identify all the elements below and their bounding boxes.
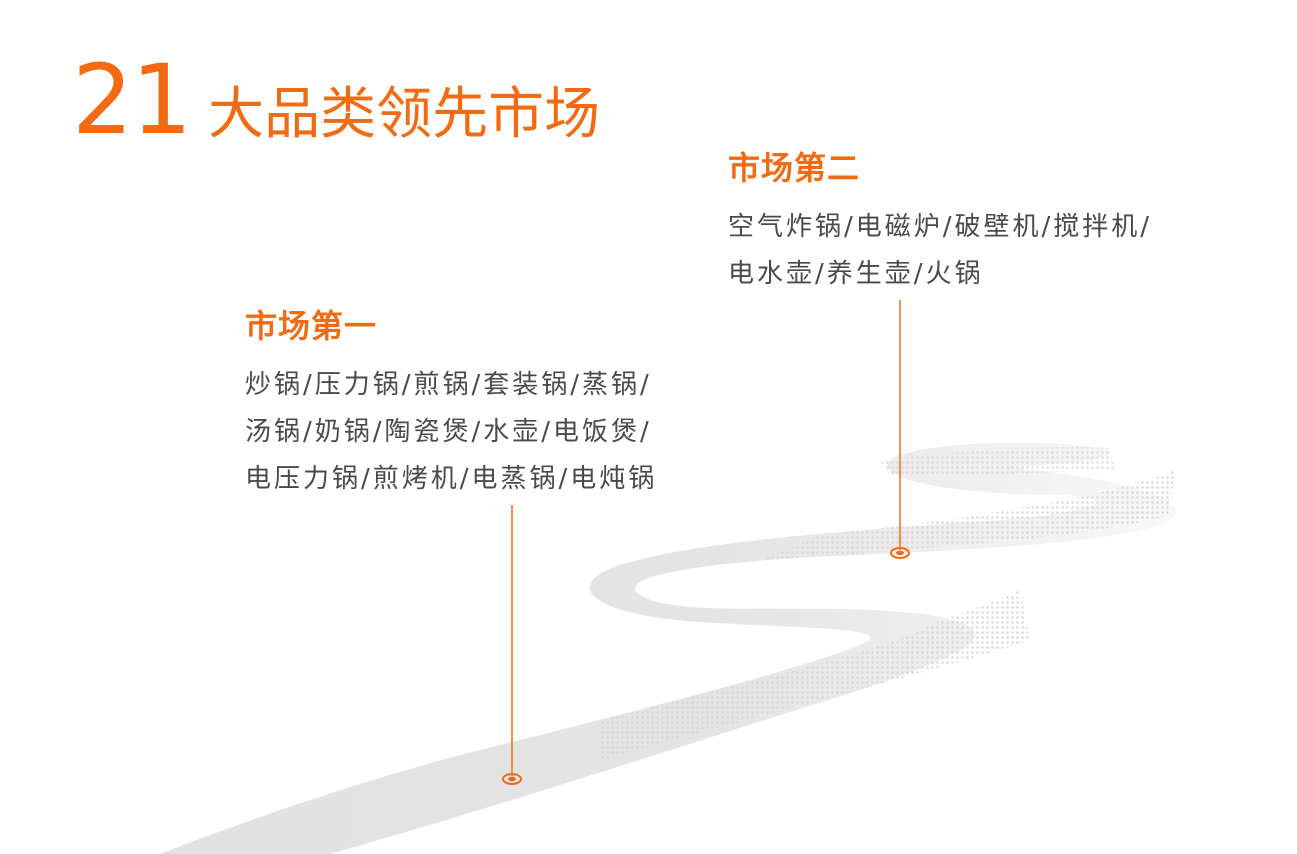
market-second-block: 市场第二 空气炸锅/电磁炉/破壁机/搅拌机/ 电水壶/养生壶/火锅 xyxy=(728,152,1152,298)
page-title: 21 大品类领先市场 xyxy=(72,52,600,148)
market-first-list: 炒锅/压力锅/煎锅/套装锅/蒸锅/ 汤锅/奶锅/陶瓷煲/水壶/电饭煲/ 电压力锅… xyxy=(245,362,657,503)
market-second-line: 空气炸锅/电磁炉/破壁机/搅拌机/ xyxy=(728,212,1153,242)
pin-marker-second xyxy=(890,547,910,559)
market-first-line: 电压力锅/煎烤机/电蒸锅/电炖锅 xyxy=(245,464,658,494)
market-second-line: 电水壶/养生壶/火锅 xyxy=(728,259,984,289)
market-first-line: 汤锅/奶锅/陶瓷煲/水壶/电饭煲/ xyxy=(245,417,652,447)
title-text: 大品类领先市场 xyxy=(208,82,601,147)
market-first-heading: 市场第一 xyxy=(245,307,378,345)
market-first-line: 炒锅/压力锅/煎锅/套装锅/蒸锅/ xyxy=(245,370,652,400)
pin-marker-first xyxy=(502,773,522,785)
road-path xyxy=(160,442,1177,854)
title-number: 21 xyxy=(72,44,192,156)
market-first-block: 市场第一 炒锅/压力锅/煎锅/套装锅/蒸锅/ 汤锅/奶锅/陶瓷煲/水壶/电饭煲/… xyxy=(245,310,657,503)
market-second-heading: 市场第二 xyxy=(728,149,861,187)
market-second-list: 空气炸锅/电磁炉/破壁机/搅拌机/ 电水壶/养生壶/火锅 xyxy=(728,204,1152,298)
